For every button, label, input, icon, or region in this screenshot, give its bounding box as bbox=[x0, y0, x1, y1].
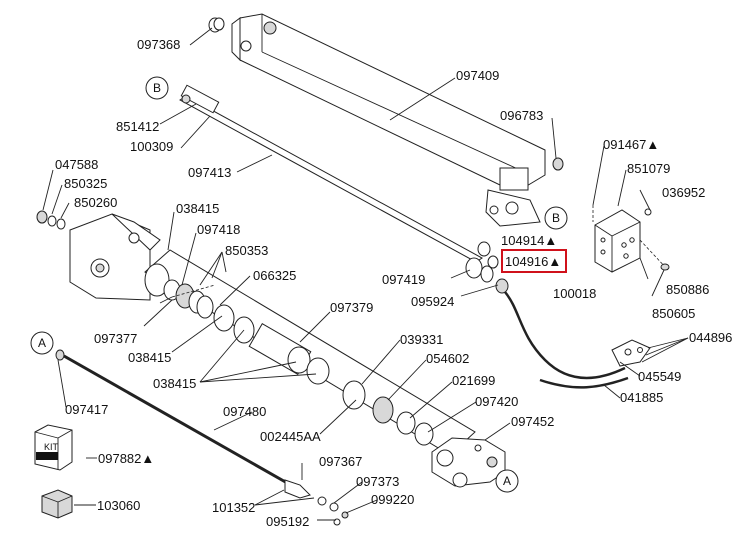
label-850260: 850260 bbox=[74, 195, 117, 210]
label-104916: 104916▲ bbox=[505, 254, 561, 269]
small-washers bbox=[317, 496, 349, 526]
box-103060-icon bbox=[41, 489, 73, 519]
label-097409: 097409 bbox=[456, 68, 499, 83]
label-097418: 097418 bbox=[197, 222, 240, 237]
label-850325: 850325 bbox=[64, 176, 107, 191]
label-002445AA: 002445AA bbox=[260, 429, 321, 444]
label-054602: 054602 bbox=[426, 351, 469, 366]
label-097367: 097367 bbox=[319, 454, 362, 469]
label-097379: 097379 bbox=[330, 300, 373, 315]
kit-box-text: KIT bbox=[44, 442, 59, 452]
label-097452: 097452 bbox=[511, 414, 554, 429]
label-097480: 097480 bbox=[223, 404, 266, 419]
label-850353: 850353 bbox=[225, 243, 268, 258]
part-labels: 097368 097409 096783 851412 100309 09741… bbox=[55, 37, 733, 529]
part-097413-rod bbox=[179, 84, 494, 283]
label-045549: 045549 bbox=[638, 369, 681, 384]
label-104914: 104914▲ bbox=[501, 233, 557, 248]
label-097377: 097377 bbox=[94, 331, 137, 346]
label-097413: 097413 bbox=[188, 165, 231, 180]
svg-text:A: A bbox=[38, 336, 46, 350]
cylinder-head-bracket bbox=[69, 213, 161, 301]
label-041885: 041885 bbox=[620, 390, 663, 405]
part-bolts-left bbox=[36, 210, 66, 230]
part-097417-rod bbox=[55, 349, 311, 499]
part-097377-bolt bbox=[159, 284, 216, 304]
label-038415-top: 038415 bbox=[176, 201, 219, 216]
label-097368: 097368 bbox=[137, 37, 180, 52]
label-038415-low: 038415 bbox=[153, 376, 196, 391]
label-036952: 036952 bbox=[662, 185, 705, 200]
label-097417: 097417 bbox=[65, 402, 108, 417]
part-097368-nut bbox=[208, 17, 225, 33]
label-850605: 850605 bbox=[652, 306, 695, 321]
svg-text:A: A bbox=[503, 474, 511, 488]
svg-text:B: B bbox=[153, 81, 161, 95]
seal-stack-right bbox=[342, 380, 434, 446]
boom-frame bbox=[231, 13, 546, 227]
label-096783: 096783 bbox=[500, 108, 543, 123]
label-039331: 039331 bbox=[400, 332, 443, 347]
label-100309: 100309 bbox=[130, 139, 173, 154]
part-044896-fitting bbox=[611, 339, 651, 367]
kit-box-icon: KIT bbox=[34, 424, 73, 471]
label-851079: 851079 bbox=[627, 161, 670, 176]
label-097420: 097420 bbox=[475, 394, 518, 409]
label-044896: 044896▲ bbox=[689, 330, 733, 345]
label-066325: 066325 bbox=[253, 268, 296, 283]
label-100018: 100018 bbox=[553, 286, 596, 301]
label-099220: 099220 bbox=[371, 492, 414, 507]
callout-a-right: A bbox=[495, 469, 519, 493]
label-850886: 850886 bbox=[666, 282, 709, 297]
hydraulic-hose bbox=[504, 291, 626, 380]
label-095924: 095924 bbox=[411, 294, 454, 309]
part-097452-end-fitting bbox=[431, 437, 506, 488]
label-101352: 101352 bbox=[212, 500, 255, 515]
part-096783-bolt bbox=[552, 157, 564, 171]
part-100018-valve-block bbox=[592, 205, 670, 273]
callout-b-top: B bbox=[145, 76, 169, 100]
callout-a-left: A bbox=[30, 331, 54, 355]
svg-text:B: B bbox=[552, 211, 560, 225]
highlight-box-104916 bbox=[501, 249, 567, 273]
label-103060: 103060 bbox=[97, 498, 140, 513]
callout-b-right: B bbox=[544, 206, 568, 230]
label-047588: 047588 bbox=[55, 157, 98, 172]
label-097419: 097419 bbox=[382, 272, 425, 287]
leader-lines bbox=[42, 27, 689, 521]
label-095192: 095192 bbox=[266, 514, 309, 529]
label-097882: 097882▲ bbox=[98, 451, 154, 466]
label-091467: 091467▲ bbox=[603, 137, 659, 152]
seal-rings bbox=[477, 241, 509, 294]
label-038415-mid: 038415 bbox=[128, 350, 171, 365]
label-851412: 851412 bbox=[116, 119, 159, 134]
hydraulic-hose-2 bbox=[539, 376, 629, 389]
label-021699: 021699 bbox=[452, 373, 495, 388]
label-097373: 097373 bbox=[356, 474, 399, 489]
